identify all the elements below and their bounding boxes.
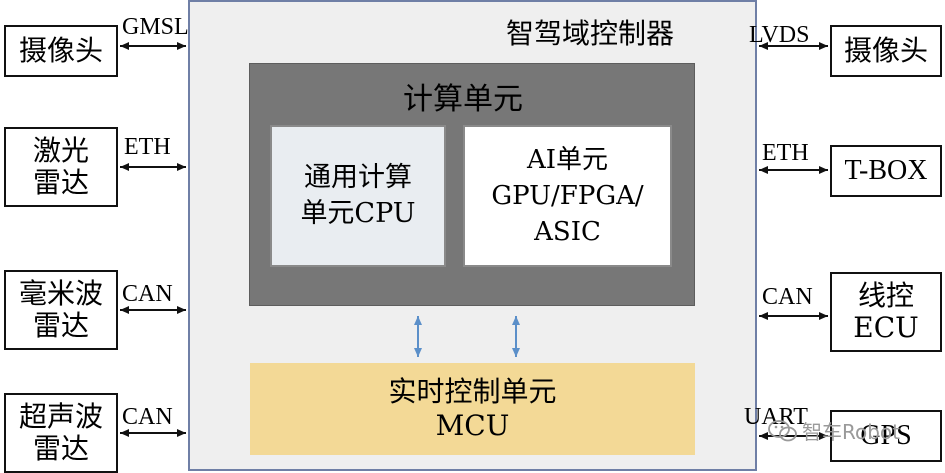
left-device-camera: 摄像头: [4, 25, 118, 77]
left-protocol-4: CAN: [122, 404, 173, 430]
right-protocol-1: LVDS: [749, 22, 810, 48]
mcu-line-2: MCU: [435, 409, 510, 442]
left-protocol-3: CAN: [122, 281, 173, 307]
right-protocol-3: CAN: [762, 284, 813, 310]
right-device-camera: 摄像头: [830, 25, 942, 77]
left-device-mmwave-radar: 毫米波 雷达: [4, 270, 118, 350]
right-device-drive-by-wire-ecu: 线控 ECU: [830, 272, 942, 352]
ai-unit: AI单元 GPU/FPGA/ ASIC: [463, 125, 672, 267]
watermark: 智车Robot: [768, 416, 900, 445]
compute-unit-title: 计算单元: [403, 82, 523, 117]
ai-unit-line-2: GPU/FPGA/: [491, 181, 644, 211]
right-device-gps: GPS: [830, 410, 942, 462]
ai-unit-line-1: AI单元: [526, 145, 609, 175]
ai-unit-line-3: ASIC: [534, 217, 601, 247]
left-device-ultrasonic-radar: 超声波 雷达: [4, 393, 118, 473]
controller-title: 智驾域控制器: [506, 17, 675, 50]
left-device-lidar: 激光 雷达: [4, 127, 118, 207]
mcu-unit: 实时控制单元 MCU: [250, 363, 695, 455]
right-protocol-2: ETH: [762, 140, 809, 166]
left-protocol-1: GMSL: [122, 14, 189, 40]
right-device-tbox: T-BOX: [830, 145, 942, 197]
cpu-unit: 通用计算 单元CPU: [270, 125, 446, 267]
watermark-text: 智车Robot: [802, 420, 901, 444]
wechat-icon: [768, 419, 797, 441]
mcu-line-1: 实时控制单元: [388, 375, 557, 408]
left-protocol-2: ETH: [124, 134, 171, 160]
